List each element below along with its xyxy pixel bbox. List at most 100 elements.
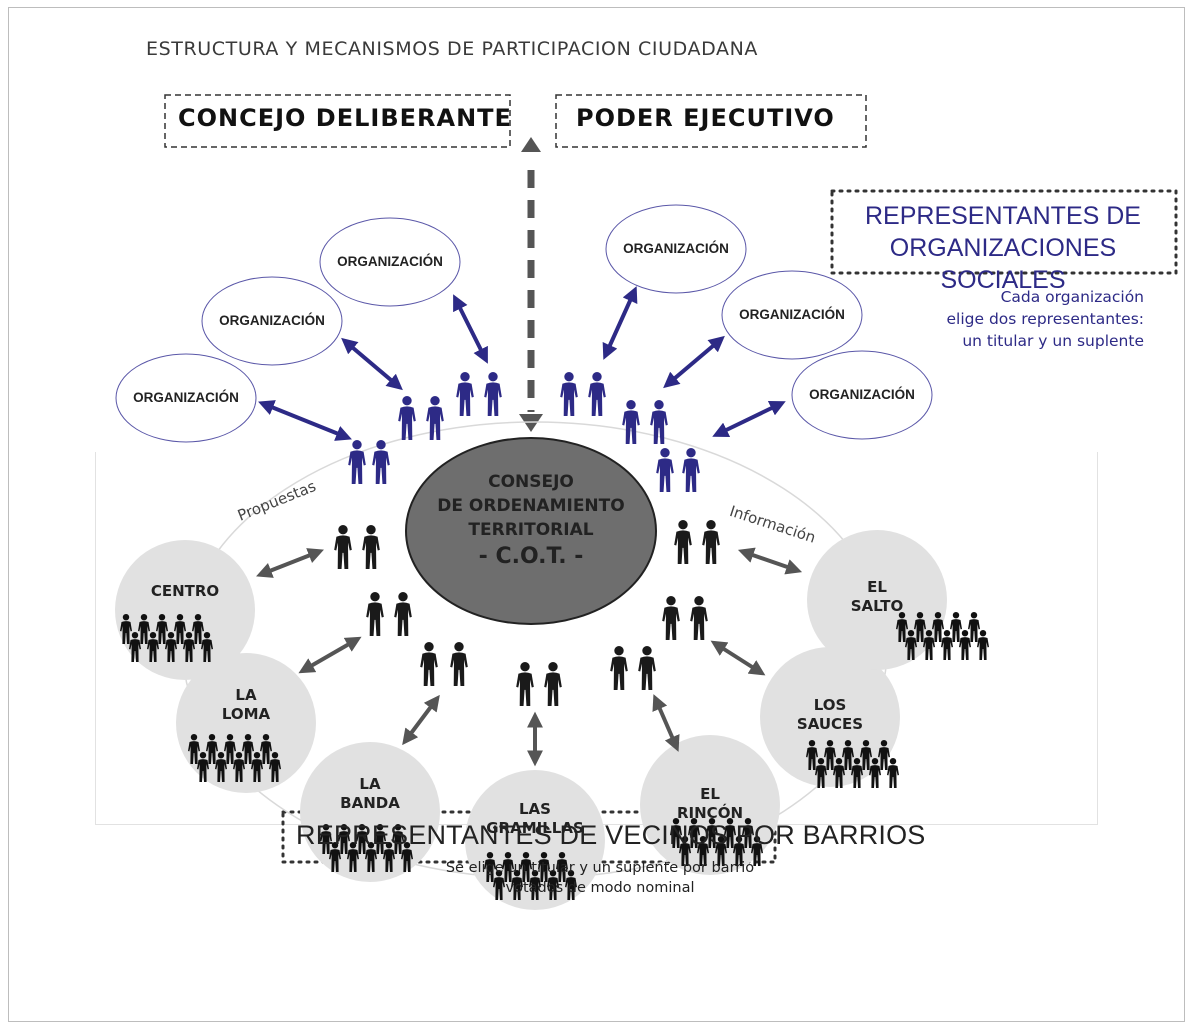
cot-circle — [405, 437, 657, 625]
barrio-la-banda-line1: LA — [359, 775, 381, 793]
barrio-el-salto-line1: EL — [867, 578, 887, 596]
org-arrow-6 — [712, 400, 786, 438]
cot-line2: DE ORDENAMIENTO — [437, 496, 625, 516]
barrio-el-salto-line2: SALTO — [850, 597, 904, 615]
org-rep-person — [426, 396, 444, 440]
barrio-rep-person — [420, 642, 438, 686]
org-ellipse-3 — [319, 217, 461, 307]
concejo-box — [164, 94, 511, 148]
barrio-arrow-los-sauces — [710, 640, 766, 676]
crowd-person-los-sauces — [887, 758, 899, 788]
barrio-arrow-el-rincon — [652, 694, 680, 752]
vecinos-heading: REPRESENTANTES DE VECINOS POR BARRIOS — [296, 820, 926, 850]
barrio-los-sauces-line1: LOS — [813, 696, 847, 714]
barrio-la-loma-line1: LA — [235, 686, 257, 704]
barrio-la-banda-line2: BANDA — [340, 794, 400, 812]
barrio-label-las-gramillas: LAS GRAMILLAS — [470, 800, 600, 838]
org-label-1: ORGANIZACIÓN — [133, 390, 239, 405]
diagram-title: ESTRUCTURA Y MECANISMOS DE PARTICIPACION… — [146, 38, 759, 60]
vecinos-foot-line2: votados de modo nominal — [505, 880, 695, 896]
barrio-arrows — [256, 547, 803, 767]
org-label-2: ORGANIZACIÓN — [219, 313, 325, 328]
barrio-las-gramillas-line2: GRAMILLAS — [486, 819, 584, 837]
org-ellipse-5 — [721, 270, 863, 360]
org-label-4: ORGANIZACIÓN — [623, 241, 729, 256]
barrio-rep-person — [638, 646, 656, 690]
barrio-el-rincon-line1: EL — [700, 785, 720, 803]
org-arrow-2 — [341, 337, 403, 391]
poder-label: PODER EJECUTIVO — [576, 104, 835, 132]
barrio-los-sauces-line2: SAUCES — [796, 715, 864, 733]
arrow-up-icon — [521, 137, 541, 152]
barrio-rep-person — [702, 520, 720, 564]
barrio-arrow-la-banda — [402, 694, 440, 746]
barrio-circles — [115, 530, 947, 910]
barrio-rep-person — [334, 525, 352, 569]
barrio-la-loma-line2: LOMA — [221, 705, 271, 723]
arrow-down-icon — [519, 414, 543, 432]
org-ellipse-4 — [605, 204, 747, 294]
barrio-rep-person — [366, 592, 384, 636]
barrio-rep-person — [362, 525, 380, 569]
cot-line4: - C.O.T. - — [478, 544, 584, 569]
barrio-centro-line1: CENTRO — [150, 582, 220, 600]
org-rep-person — [484, 372, 502, 416]
org-label-6: ORGANIZACIÓN — [809, 387, 915, 402]
figure-frame — [8, 7, 1185, 1022]
barrio-las-gramillas-line1: LAS — [519, 800, 551, 818]
barrio-label-el-rincon: EL RINCÓN — [645, 785, 775, 823]
barrio-label-la-loma: LA LOMA — [181, 686, 311, 724]
barrio-arrow-centro — [256, 548, 324, 578]
barrio-rep-person — [610, 646, 628, 690]
cot-line1: CONSEJO — [488, 472, 574, 492]
org-label-5: ORGANIZACIÓN — [739, 307, 845, 322]
org-arrow-3 — [453, 294, 488, 364]
barrio-el-rincon-line2: RINCÓN — [677, 804, 743, 822]
org-arrow-5 — [663, 335, 725, 389]
crowd-person-el-salto — [977, 630, 989, 660]
barrio-rep-person — [516, 662, 534, 706]
organizaciones-heading-line2: ORGANIZACIONES SOCIALES — [889, 234, 1117, 294]
org-ellipse-2 — [201, 276, 343, 366]
org-rep-person — [560, 372, 578, 416]
concejo-label: CONCEJO DELIBERANTE — [178, 104, 512, 132]
org-arrow-4 — [602, 286, 638, 360]
barrio-label-los-sauces: LOS SAUCES — [765, 696, 895, 734]
org-rep-person — [656, 448, 674, 492]
org-rep-person — [588, 372, 606, 416]
barrio-label-centro: CENTRO — [120, 582, 250, 601]
vecinos-box — [281, 810, 777, 864]
barrio-rep-person — [662, 596, 680, 640]
poder-box — [555, 94, 867, 148]
barrio-rep-person — [394, 592, 412, 636]
org-rep-person — [622, 400, 640, 444]
organizaciones-note-line2: elige dos representantes: — [946, 310, 1145, 328]
cot-line3: TERRITORIAL — [468, 520, 594, 540]
barrio-label-la-banda: LA BANDA — [305, 775, 435, 813]
barrio-label-el-salto: EL SALTO — [812, 578, 942, 616]
org-ellipse-6 — [791, 350, 933, 440]
barrio-rep-person — [690, 596, 708, 640]
organizaciones-note-line3: un titular y un suplente — [962, 332, 1144, 350]
org-rep-person — [348, 440, 366, 484]
org-rep-person — [682, 448, 700, 492]
crowd-person-el-salto — [941, 630, 953, 660]
crowd-person-el-salto — [959, 630, 971, 660]
barrio-rep-person — [674, 520, 692, 564]
organizaciones-note-line1: Cada organización — [1000, 288, 1144, 306]
barrio-arrow-el-salto — [737, 547, 803, 575]
org-label-3: ORGANIZACIÓN — [337, 254, 443, 269]
organizaciones-heading-line1: REPRESENTANTES DE — [865, 202, 1141, 230]
barrio-rep-person — [450, 642, 468, 686]
org-ellipse-1 — [115, 353, 257, 443]
barrio-arrow-la-loma — [298, 636, 362, 674]
vecinos-foot-line1: Se elige un titular y un suplente por ba… — [445, 860, 755, 876]
barrio-rep-person — [544, 662, 562, 706]
org-rep-person — [398, 396, 416, 440]
org-arrow-1 — [258, 400, 352, 441]
org-rep-person — [456, 372, 474, 416]
organizaciones-box — [830, 189, 1178, 275]
crowd-person-el-salto — [968, 612, 980, 642]
crowd-person-el-salto — [950, 612, 962, 642]
